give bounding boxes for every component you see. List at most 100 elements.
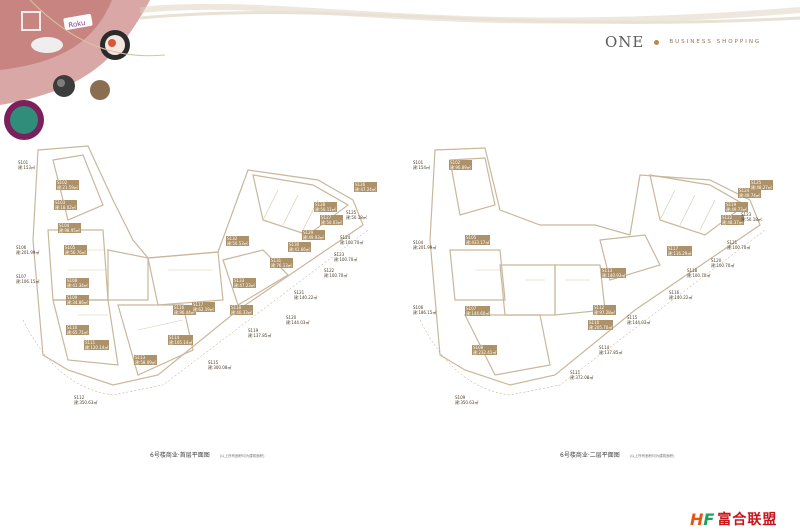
unit-area: 建:186.15㎡ [413,310,437,315]
unit-area: 建:96.89㎡ [450,165,471,170]
unit-id: S105 [466,235,477,240]
unit-area: 建:100.70㎡ [324,273,348,278]
unit-area: 建:140.22㎡ [294,295,318,300]
unit-id: S121 [727,240,738,245]
unit-id: S124 [340,235,351,240]
unit-area: 建:100.70㎡ [727,245,751,250]
caption-first-floor: 6号楼商业·首层平面图 (以上所有面积均为建筑面积) [150,450,264,459]
unit-area: 建:49.74㎡ [739,193,760,198]
unit-id: S116 [669,290,680,295]
unit-id: S107 [466,306,477,311]
unit-id: S126 [355,182,366,187]
unit-area: 建:350.63㎡ [74,400,98,405]
unit-id: S103 [55,200,66,205]
unit-id: S109 [67,295,78,300]
unit-id: S113 [602,268,613,273]
unit-area: 建:433.17㎡ [466,240,490,245]
watermark-logo-icon: HF [690,509,715,529]
unit-area: 建:40.33㎡ [231,310,252,315]
unit-id: S104 [59,223,70,228]
brand-tagline: BUSINESS SHOPPING [669,39,762,45]
caption-note: (以上所有面积均为建筑面积) [219,454,265,458]
floor-plan-outline [419,147,766,396]
unit-id: S107 [16,274,27,279]
unit-id: S101 [18,160,29,165]
unit-id: S117 [193,302,204,307]
unit-id: S102 [450,160,461,165]
unit-area: 建:56.76㎡ [65,250,86,255]
unit-id: S111 [85,340,96,345]
unit-id: S123 [334,252,345,257]
unit-id: S115 [627,315,638,320]
unit-id: S130 [289,242,300,247]
unit-id: S113 [135,355,146,360]
unit-id: S106 [16,245,27,250]
unit-area: 建:34.86㎡ [67,300,88,305]
unit-id: S123 [741,212,752,217]
unit-area: 建:50.53㎡ [227,241,248,246]
unit-id: S114 [169,335,180,340]
unit-area: 建:232.41㎡ [473,350,497,355]
unit-area: 建:154㎡ [413,165,430,170]
unit-area: 建:47.23㎡ [234,283,255,288]
unit-area: 建:100.70㎡ [334,257,358,262]
unit-area: 建:144.03㎡ [286,320,310,325]
unit-id: S124 [739,188,750,193]
caption-title: 6号楼商业·二层平面图 [560,452,620,459]
unit-area: 建:18.02㎡ [55,205,76,210]
unit-id: S128 [315,202,326,207]
unit-area: 建:41.34㎡ [67,283,88,288]
unit-area: 建:48.27㎡ [751,185,772,190]
unit-area: 建:372.08㎡ [570,375,594,380]
unit-area: 建:153㎡ [18,165,35,170]
unit-id: S121 [294,290,305,295]
unit-id: S122 [324,268,335,273]
brand-dot-icon [654,39,660,45]
caption-note: (以上所有面积均为建筑面积) [629,454,675,458]
unit-id: S131 [271,258,282,263]
unit-area: 建:50.03㎡ [321,220,342,225]
unit-id: S112 [594,305,605,310]
unit-id: S133 [234,278,245,283]
unit-area: 建:50.18㎡ [346,215,367,220]
unit-area: 建:50.18㎡ [741,217,762,222]
unit-area: 建:140.93㎡ [602,273,626,278]
unit-area: 建:105.14㎡ [169,340,193,345]
unit-area: 建:300.08㎡ [208,365,232,370]
unit-area: 建:97.28㎡ [594,310,615,315]
watermark: HF 富合联盟 [690,509,777,529]
unit-area: 建:201.99㎡ [16,250,40,255]
unit-id: S119 [248,328,259,333]
